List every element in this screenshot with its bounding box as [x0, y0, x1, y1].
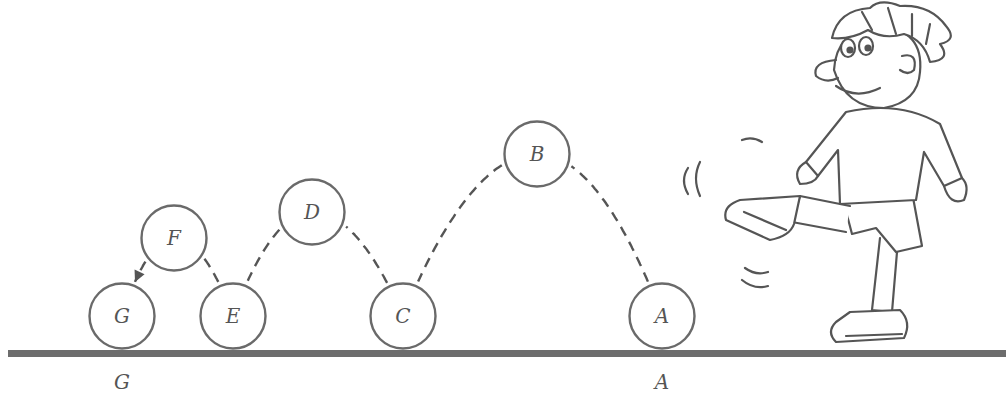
position-label: A — [655, 372, 669, 392]
boy-figure — [684, 2, 967, 342]
trajectory-line — [204, 259, 218, 282]
dashed-path — [418, 165, 502, 281]
trajectory-line — [248, 230, 280, 281]
trajectory-line — [418, 165, 502, 281]
ground-line — [8, 350, 1006, 357]
ball-circle: F — [140, 204, 208, 272]
ball-circle: B — [503, 120, 571, 188]
ball-letter: D — [304, 202, 320, 222]
ball-letter: F — [167, 228, 181, 248]
ball-letter: B — [530, 144, 545, 164]
trajectory-line — [346, 227, 387, 283]
arrow-head — [135, 270, 145, 282]
ball-circle: D — [278, 178, 346, 246]
dashed-path — [248, 230, 280, 281]
dashed-path — [204, 259, 218, 282]
position-label: G — [114, 372, 130, 392]
ball-circle: G — [88, 282, 156, 350]
dashed-path — [346, 227, 387, 283]
ball-letter: G — [114, 306, 130, 326]
ball-letter: C — [395, 306, 410, 326]
dashed-path — [571, 166, 648, 281]
ball-letter: A — [655, 306, 669, 326]
trajectory-line — [571, 166, 648, 281]
ball-circle: A — [628, 282, 696, 350]
ball-circle: C — [369, 282, 437, 350]
dashed-path — [135, 262, 145, 282]
trajectory-line — [135, 262, 146, 282]
ball-circle: E — [199, 282, 267, 350]
ball-letter: E — [226, 306, 241, 326]
